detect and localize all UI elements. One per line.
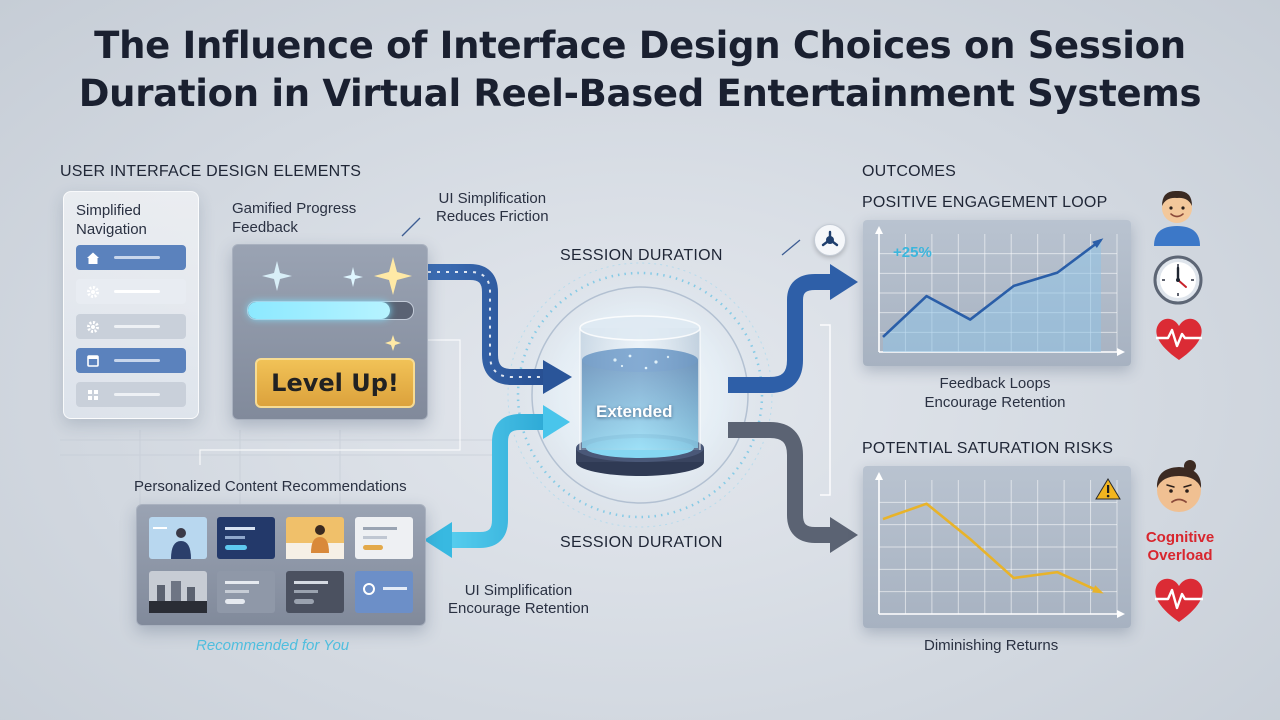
positive-loop-title: POSITIVE ENGAGEMENT LOOP <box>862 194 1108 211</box>
gear-icon <box>87 320 99 333</box>
series-line <box>882 238 1102 338</box>
level-up-button[interactable]: Level Up! <box>255 358 415 408</box>
grid-icon <box>88 389 98 400</box>
nav-item-settings[interactable] <box>76 279 186 304</box>
positive-caption-line1: Feedback Loops <box>939 375 1051 392</box>
risk-caption: Diminishing Returns <box>924 637 1059 654</box>
section-label-ui: USER INTERFACE DESIGN ELEMENTS <box>60 163 362 180</box>
heart-pulse-icon <box>1156 318 1202 360</box>
recommendations-panel <box>136 504 426 626</box>
progress-track <box>247 301 414 320</box>
saturation-risk-title: POTENTIAL SATURATION RISKS <box>862 440 1114 457</box>
nav-item-apps[interactable] <box>76 382 186 407</box>
progress-panel-title: Gamified Progress Feedback <box>232 199 356 237</box>
heart-pulse-icon <box>1155 578 1203 622</box>
note-encourage-retention: UI Simplification Encourage Retention <box>448 582 589 618</box>
session-duration-label-bottom: SESSION DURATION <box>560 534 723 551</box>
person-thumbnail-icon <box>286 525 344 559</box>
recommendation-card[interactable] <box>286 571 344 613</box>
person-thumbnail-icon <box>153 527 191 559</box>
window-icon <box>87 354 99 367</box>
person-worried-icon <box>1156 460 1202 512</box>
warning-icon <box>1095 478 1121 500</box>
positive-caption: Feedback Loops Encourage Retention <box>860 374 1130 412</box>
y-axis-arrow <box>875 226 883 234</box>
recommendations-title: Personalized Content Recommendations <box>134 478 407 495</box>
recommendation-card[interactable] <box>149 571 207 613</box>
recommendation-card[interactable] <box>217 571 275 613</box>
recommendation-card[interactable] <box>286 517 344 559</box>
section-label-outcomes: OUTCOMES <box>862 163 957 180</box>
series-line <box>882 502 1102 594</box>
nav-item-home[interactable] <box>76 245 186 270</box>
x-axis-arrow <box>1117 348 1125 356</box>
note-top-line1: UI Simplification <box>438 190 547 207</box>
page-title-line2: Duration in Virtual Reel-Based Entertain… <box>78 72 1202 115</box>
progress-title-line1: Gamified Progress <box>232 200 357 217</box>
navigation-panel: Simplified Navigation <box>63 191 199 419</box>
navigation-title-line2: Navigation <box>76 221 147 238</box>
note-bottom-line1: UI Simplification <box>464 582 573 599</box>
note-reduces-friction: UI Simplification Reduces Friction <box>436 190 549 226</box>
recommendation-card[interactable] <box>217 517 275 559</box>
city-thumbnail-icon <box>149 581 207 613</box>
note-bottom-line2: Encourage Retention <box>448 600 589 617</box>
area-fill <box>883 240 1101 352</box>
series-arrow <box>1092 238 1104 248</box>
recommendation-card[interactable] <box>355 571 413 613</box>
navigation-title-line1: Simplified <box>76 202 142 219</box>
positive-chart-badge: +25% <box>893 244 932 261</box>
positive-chart-panel: +25% <box>863 220 1131 366</box>
positive-engagement-chart <box>875 226 1125 356</box>
x-axis-arrow <box>1117 610 1125 618</box>
nav-item-preferences[interactable] <box>76 314 186 339</box>
series-arrow <box>1092 585 1104 594</box>
progress-panel: Level Up! <box>232 244 428 420</box>
saturation-risk-chart <box>875 472 1125 618</box>
sparkle-icons <box>262 257 412 351</box>
session-cylinder <box>576 315 704 476</box>
timer-icon <box>814 224 846 256</box>
recommendations-caption: Recommended for You <box>196 637 350 654</box>
cylinder-label: Extended <box>596 402 673 421</box>
cognitive-overload-label: Cognitive Overload <box>1145 529 1215 564</box>
page-title-line1: The Influence of Interface Design Choice… <box>94 24 1186 67</box>
clock-icon <box>1153 255 1203 305</box>
gear-icon <box>87 285 99 298</box>
home-icon <box>87 252 99 264</box>
risk-chart-panel <box>863 466 1131 628</box>
nav-item-windows[interactable] <box>76 348 186 373</box>
person-smiling-icon <box>1154 190 1200 246</box>
note-connector <box>401 217 421 237</box>
positive-caption-line2: Encourage Retention <box>924 394 1066 411</box>
y-axis-arrow <box>875 472 883 480</box>
recommendation-card[interactable] <box>355 517 413 559</box>
progress-title-line2: Feedback <box>232 219 298 236</box>
recommendation-card[interactable] <box>149 517 207 559</box>
progress-fill <box>248 302 390 319</box>
note-top-line2: Reduces Friction <box>436 208 549 225</box>
session-duration-label-top: SESSION DURATION <box>560 247 723 264</box>
